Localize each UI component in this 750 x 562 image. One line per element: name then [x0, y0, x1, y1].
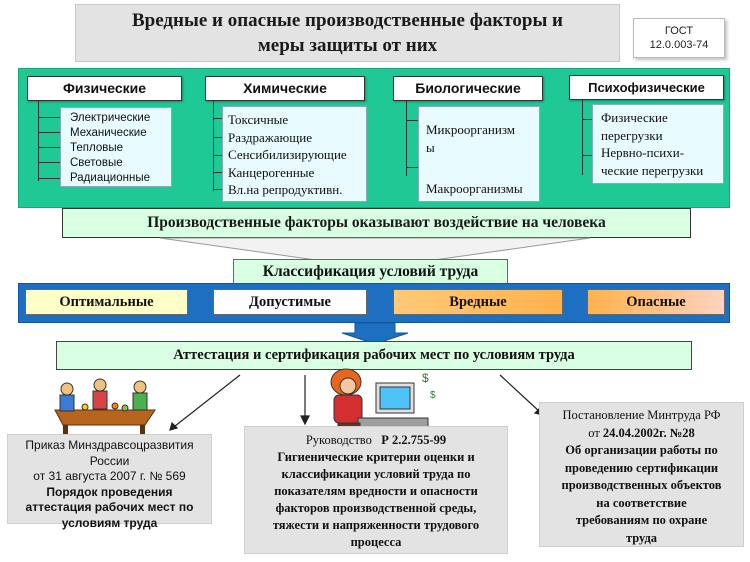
classification-title: Классификация условий труда — [233, 259, 508, 284]
tree-tick — [213, 118, 228, 119]
tree-tick — [213, 172, 228, 173]
tree-tick — [38, 147, 60, 148]
doc-code: Р 2.2.755-99 — [381, 433, 447, 447]
tree-tick — [406, 167, 418, 168]
tree-line — [38, 101, 39, 181]
list-item: перегрузки — [601, 127, 663, 143]
doc-line-bold: процесса — [350, 535, 402, 549]
tree-line — [582, 100, 583, 175]
category-biological-header: Биологические — [393, 76, 543, 101]
list-item: Вл.на репродуктивн. — [228, 182, 343, 197]
tree-tick — [38, 117, 60, 118]
list-item: Электрические — [70, 112, 151, 124]
list-item: ы — [426, 140, 435, 155]
tree-tick — [213, 189, 228, 190]
condition-optimal: Оптимальные — [25, 289, 188, 315]
doc-line: Приказ Минздравсоцразвития — [25, 438, 194, 452]
list-item: Токсичные — [228, 112, 289, 127]
doc-guideline: Руководство Р 2.2.755-99 Гигиенические к… — [244, 426, 508, 554]
category-psychophysical-header: Психофизические — [569, 75, 724, 100]
gost-badge: ГОСТ 12.0.003-74 — [633, 18, 725, 58]
dollar-sign-icon: $ — [430, 390, 436, 401]
tree-line — [213, 101, 214, 191]
doc-line-bold: факторов производственной среды, — [275, 501, 477, 515]
arrowhead — [169, 421, 179, 431]
tree-tick — [406, 120, 418, 121]
tree-tick — [213, 155, 228, 156]
doc-line: Постановление Минтруда РФ — [562, 408, 721, 422]
doc-line-bold: Порядок проведения — [46, 484, 173, 499]
doc-line-bold: тяжести и напряженности трудового — [272, 518, 480, 532]
doc-order-ministry: Приказ Минздравсоцразвития России от 31 … — [7, 434, 212, 530]
doc-line-bold: требованиям по охране — [575, 513, 708, 527]
condition-harmful: Вредные — [393, 289, 563, 315]
gost-label: ГОСТ — [664, 25, 694, 37]
condition-dangerous: Опасные — [587, 289, 725, 315]
doc-line-bold: на соответствие — [596, 495, 687, 510]
list-item: Физические — [601, 110, 668, 125]
list-item: Тепловые — [70, 142, 124, 154]
tree-tick — [582, 155, 594, 156]
doc-line: России — [89, 453, 130, 468]
list-item: Раздражающие — [228, 129, 312, 145]
tree-tick — [38, 162, 60, 163]
connector-line — [169, 374, 241, 431]
doc-line-bold: проведению сертификации — [564, 460, 719, 475]
doc-line-bold: условиям труда — [61, 515, 158, 530]
tree-tick — [38, 178, 60, 179]
category-physical-list: Электрические Механические Тепловые Свет… — [60, 107, 172, 187]
title-line-1: Вредные и опасные производственные факто… — [132, 10, 563, 31]
tree-line — [406, 101, 407, 176]
list-item: Макроорганизмы — [426, 181, 523, 196]
doc-line-bold: Об организации работы по — [565, 443, 718, 457]
doc-prefix: от — [588, 425, 600, 440]
condition-acceptable: Допустимые — [213, 289, 367, 315]
doc-line-bold: показателям вредности и опасности — [274, 484, 478, 498]
attestation-banner: Аттестация и сертификация рабочих мест п… — [56, 341, 692, 370]
doc-line-bold: производственных объектов — [561, 478, 722, 492]
doc-resolution-mintrud: Постановление Минтруда РФ от 24.04.2002г… — [539, 402, 744, 547]
category-psychophysical-list: Физические перегрузки Нервно-психи- ческ… — [592, 104, 724, 184]
doc-line-bold: классификации условий труда по — [281, 467, 471, 481]
doc-line-bold: Гигиенические критерии оценки и — [277, 450, 475, 464]
tree-tick — [213, 137, 228, 138]
category-chemical-list: Токсичные Раздражающие Сенсибилизирующие… — [222, 106, 367, 202]
down-arrow — [341, 322, 409, 345]
tree-tick — [582, 119, 594, 120]
category-physical-header: Физические — [27, 76, 182, 101]
dollar-sign-icon: $ — [422, 371, 429, 385]
doc-line: от 31 августа 2007 г. № 569 — [33, 469, 186, 483]
category-chemical-header: Химические — [205, 76, 365, 101]
title-line-2: меры защиты от них — [257, 35, 438, 56]
doc-line-bold: труда — [625, 530, 658, 545]
list-item: Нервно-психи- — [601, 145, 685, 160]
list-item: Микроорганизм — [426, 122, 516, 137]
list-item: Механические — [70, 127, 147, 139]
page-title: Вредные и опасные производственные факто… — [75, 4, 620, 62]
doc-date: 24.04.2002г. №28 — [602, 425, 695, 440]
doc-line-bold: аттестация рабочих мест по — [25, 500, 194, 514]
category-biological-list: Микроорганизм ы Макроорганизмы — [418, 106, 540, 202]
list-item: Радиационные — [70, 172, 150, 184]
office-worker-illustration: $ $ — [330, 368, 436, 433]
list-item: Световые — [70, 157, 123, 169]
arrowhead — [300, 415, 310, 426]
list-item: Канцерогенные — [228, 164, 315, 180]
doc-prefix: Руководство — [305, 433, 372, 447]
tree-tick — [38, 132, 60, 133]
list-item: Сенсибилизирующие — [228, 147, 347, 162]
gost-number: 12.0.003-74 — [649, 39, 709, 51]
workers-illustration — [54, 378, 156, 435]
connector-line — [499, 374, 541, 413]
list-item: ческие перегрузки — [601, 162, 704, 178]
